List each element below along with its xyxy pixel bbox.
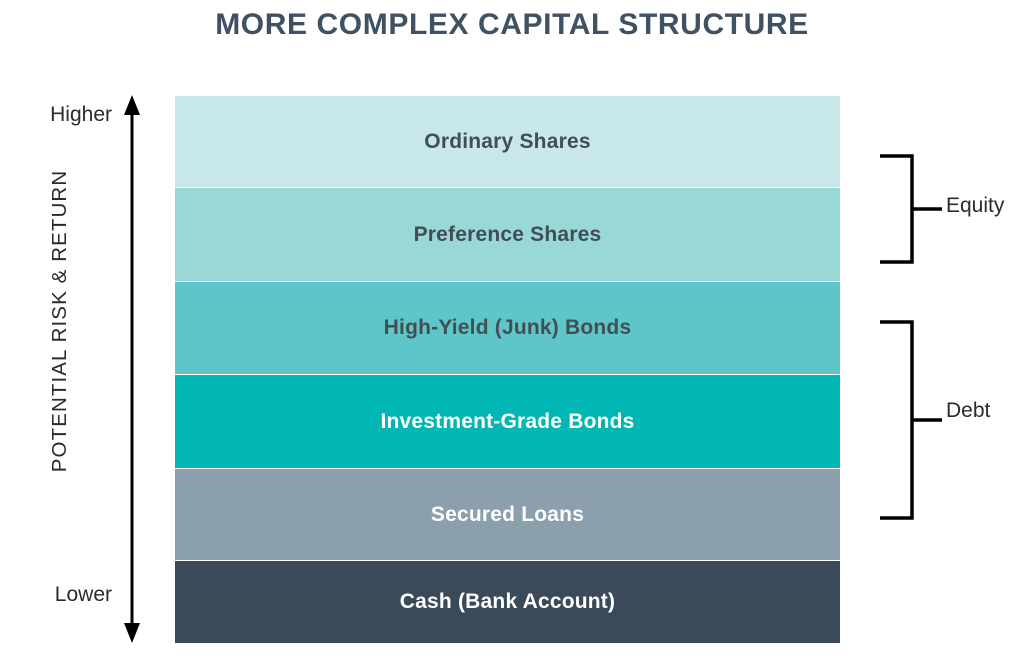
capital-structure-stack: Ordinary Shares Preference Shares High-Y… <box>175 96 840 643</box>
page-title: MORE COMPLEX CAPITAL STRUCTURE <box>215 8 809 41</box>
bracket-label-equity: Equity <box>946 194 1005 217</box>
grouping-brackets: Equity Debt <box>868 140 1024 540</box>
band-label: Cash (Bank Account) <box>399 590 616 613</box>
bracket-shapes <box>880 154 942 520</box>
band-label: Secured Loans <box>430 502 585 526</box>
axis-label-higher: Higher <box>50 103 112 126</box>
band-preference-shares[interactable]: Preference Shares <box>175 188 840 281</box>
band-label: High-Yield (Junk) Bonds <box>383 316 632 339</box>
double-arrow-icon <box>124 95 140 643</box>
band-investment-grade-bonds[interactable]: Investment-Grade Bonds <box>175 375 840 468</box>
band-ordinary-shares[interactable]: Ordinary Shares <box>175 96 840 187</box>
risk-return-axis: Higher Lower POTENTIAL RISK & RETURN <box>0 95 175 643</box>
band-high-yield-junk-bonds[interactable]: High-Yield (Junk) Bonds <box>175 282 840 374</box>
band-label: Investment-Grade Bonds <box>380 409 635 433</box>
band-cash-bank-account[interactable]: Cash (Bank Account) <box>175 561 840 643</box>
band-label: Ordinary Shares <box>424 129 591 153</box>
band-label: Preference Shares <box>413 222 602 246</box>
axis-label-lower: Lower <box>54 583 112 606</box>
axis-title-potential-risk-return: POTENTIAL RISK & RETURN <box>48 169 71 473</box>
band-secured-loans[interactable]: Secured Loans <box>175 469 840 560</box>
bracket-label-debt: Debt <box>946 399 991 422</box>
